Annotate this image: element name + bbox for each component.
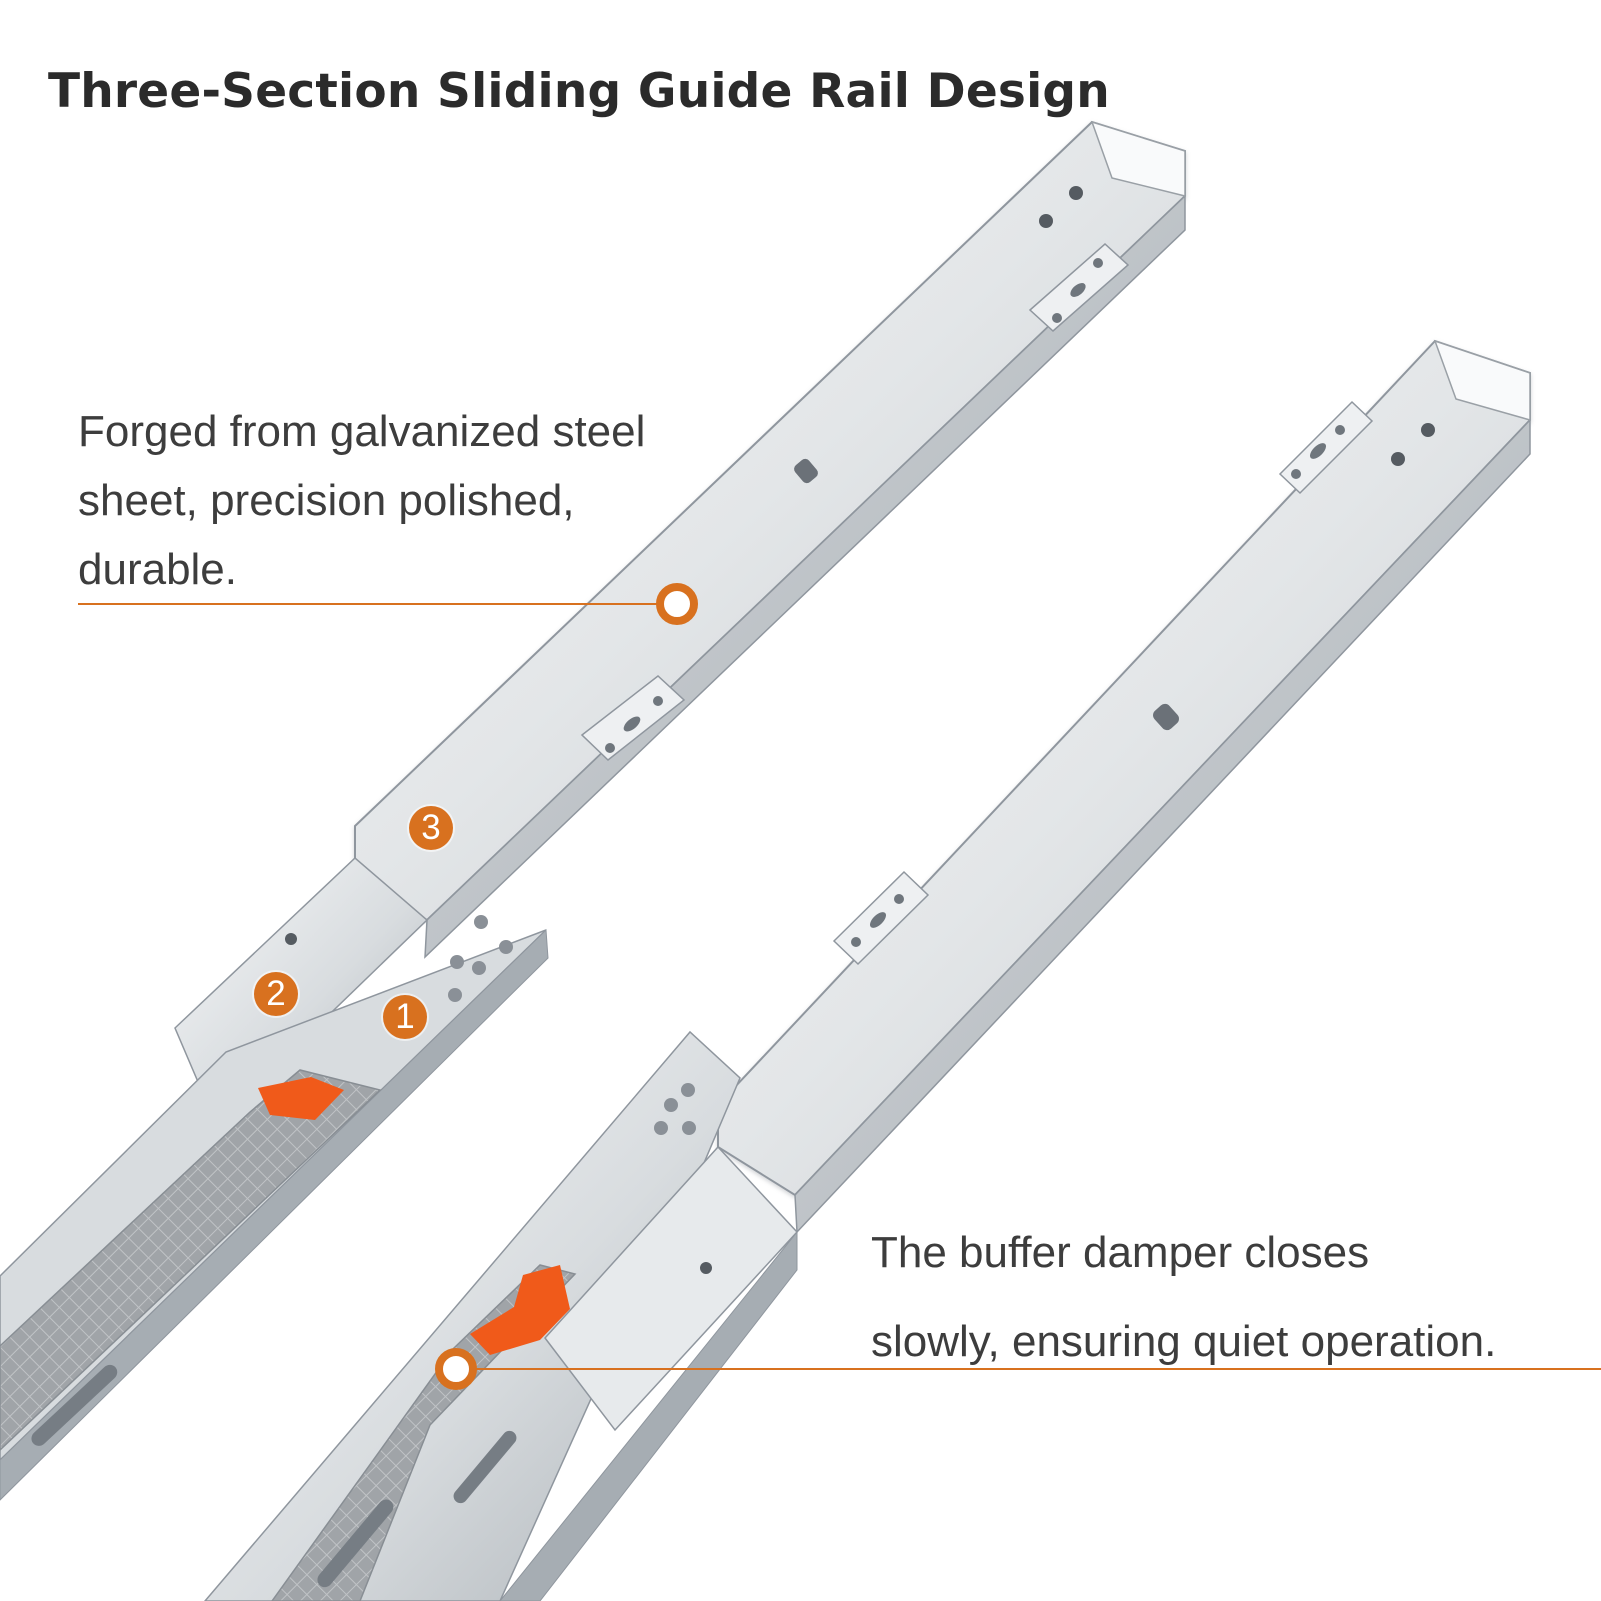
right-rail-mounting-holes: [654, 423, 1435, 1274]
feature-galvanized-steel-line-1: Forged from galvanized steel: [78, 407, 646, 456]
right-rail-side-face: [794, 418, 1531, 1234]
left-rail-bottom-face: [0, 928, 549, 1501]
page-title: Three-Section Sliding Guide Rail Design: [48, 64, 1110, 119]
feature-buffer-damper-line-2: slowly, ensuring quiet operation.: [871, 1317, 1497, 1366]
left-slide-rail: [0, 120, 1186, 1534]
feature-buffer-damper-line-1: The buffer damper closes: [871, 1228, 1370, 1277]
left-rail-mesh-damper-body: [0, 1069, 382, 1452]
left-rail-mounting-holes: [285, 186, 1083, 1002]
right-rail-mounting-bracket-upper: [1278, 400, 1374, 495]
right-rail-mounting-bracket-lower: [832, 870, 930, 966]
callout-leaders: [78, 583, 1601, 1390]
left-rail-mounting-bracket-lower: [580, 675, 686, 761]
left-rail-orange-damper: [258, 1077, 344, 1120]
right-rail-end-cap: [1433, 339, 1531, 421]
feature-buffer-damper-text: The buffer damper closes slowly, ensurin…: [871, 1208, 1591, 1386]
feature-galvanized-steel-line-3: durable.: [78, 545, 238, 594]
section-marker-2: 2: [254, 972, 298, 1016]
left-rail-top-end-cap: [1090, 120, 1186, 197]
left-rail-top-side-face: [424, 194, 1186, 959]
right-rail-bottom-face: [499, 1230, 798, 1601]
right-slide-rail: [204, 339, 1531, 1601]
feature-1-target-dot: [656, 583, 698, 625]
right-rail-slot-cutouts: [317, 1430, 517, 1588]
feature-galvanized-steel-text: Forged from galvanized steel sheet, prec…: [78, 397, 758, 604]
feature-galvanized-steel-line-2: sheet, precision polished,: [78, 476, 575, 525]
section-marker-1: 1: [383, 995, 427, 1039]
feature-2-target-dot: [435, 1348, 477, 1390]
section-marker-3: 3: [409, 806, 453, 850]
right-rail-orange-damper: [470, 1265, 570, 1355]
left-rail-mounting-bracket-upper: [1028, 242, 1130, 333]
